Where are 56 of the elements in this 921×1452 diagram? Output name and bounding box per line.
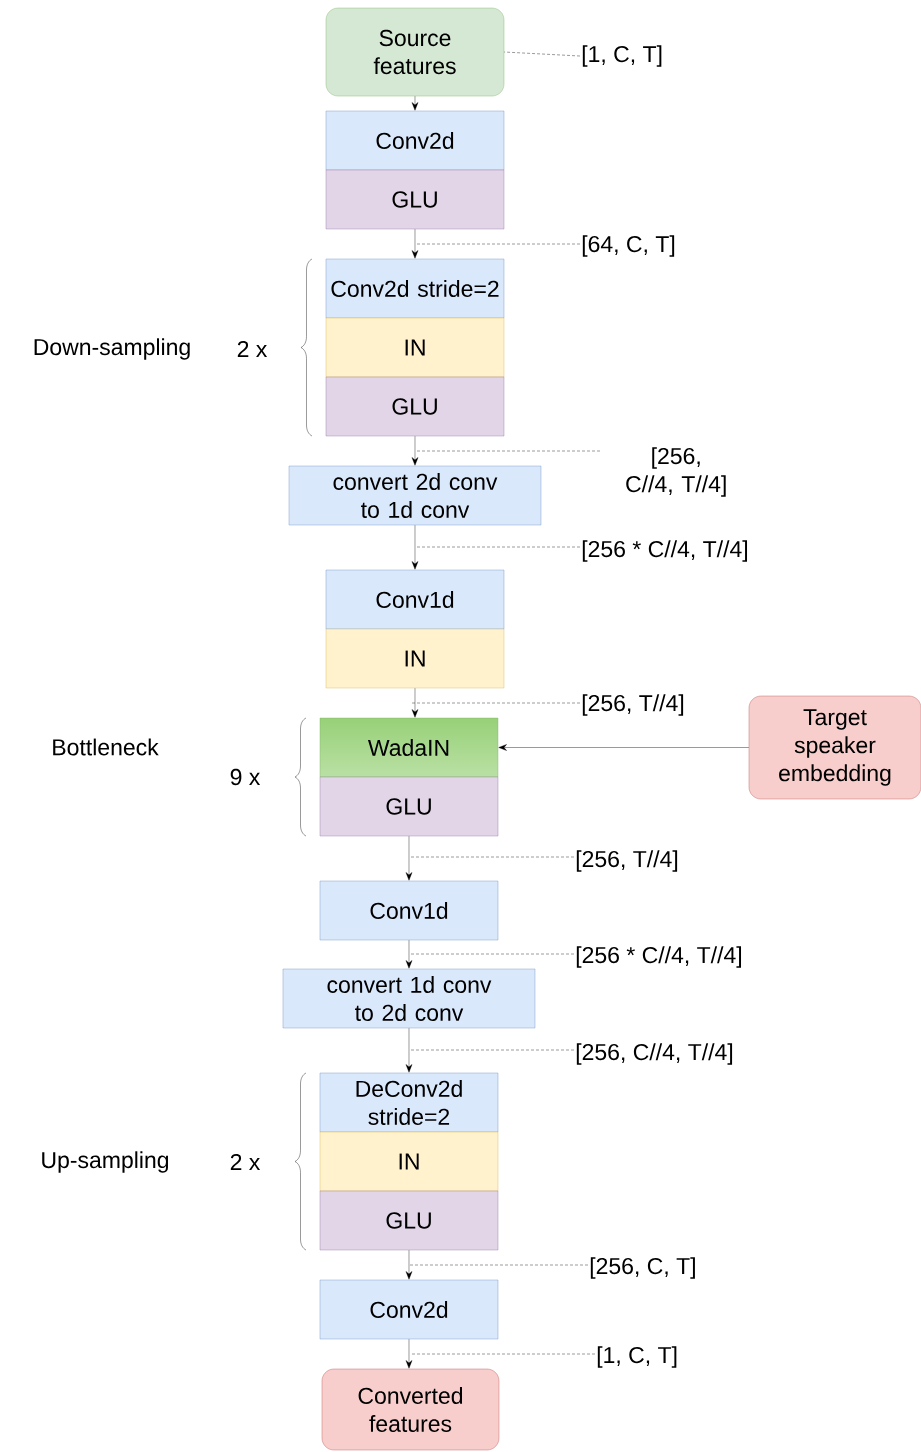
shape-annotation: [64, C, T] [582, 235, 675, 257]
shape-annotation: [1, C, T] [597, 1346, 677, 1368]
group-label: Down-sampling [34, 338, 190, 360]
arrow [411, 525, 419, 570]
shape-annotation: [256, T//4] [582, 694, 684, 716]
arrow [405, 940, 413, 969]
arrow [498, 744, 749, 751]
arrow [405, 1028, 413, 1073]
leader-line [414, 450, 601, 452]
layer-box: GLU [325, 376, 505, 437]
layer-box: convert 2d conv to 1d conv [288, 465, 542, 526]
shape-annotation: [256, C, T] [590, 1257, 695, 1279]
layer-box: GLU [319, 1190, 499, 1251]
arrow [405, 1339, 413, 1369]
shape-annotation: [256 * C//4, T//4] [576, 946, 741, 968]
layer-box: IN [325, 317, 505, 378]
leader-line [409, 953, 575, 955]
layer-box: Conv2d [319, 1279, 499, 1340]
shape-annotation: [1, C, T] [582, 45, 662, 67]
group-label: Up-sampling [42, 1151, 169, 1173]
leader-line [409, 856, 575, 858]
group-label: Bottleneck [53, 738, 159, 756]
group-label: 2 x [237, 341, 268, 358]
shape-annotation: [256, T//4] [576, 850, 678, 872]
arrow [405, 836, 413, 881]
layer-box: IN [319, 1131, 499, 1192]
output-box: Converted features [321, 1368, 500, 1451]
shape-annotation: [256, C//4, T//4] [576, 1043, 733, 1065]
layer-box: Conv2d [325, 110, 505, 171]
layer-box: Conv1d [319, 880, 499, 941]
output-box: Target speaker embedding [748, 695, 921, 800]
leader-line [409, 702, 581, 704]
leader-line [414, 243, 581, 245]
shape-annotation: [256 * C//4, T//4] [582, 540, 747, 562]
arrow [411, 96, 419, 111]
layer-box: IN [325, 628, 505, 689]
layer-box: Conv1d [325, 569, 505, 630]
leader-line [409, 1353, 596, 1355]
arrow [411, 229, 419, 259]
shape-annotation: [256, C//4, T//4] [626, 447, 726, 497]
input-box: Source features [325, 7, 505, 97]
layer-box: GLU [319, 776, 499, 837]
layer-box: Conv2d stride=2 [325, 258, 505, 319]
group-label: 9 x [230, 768, 261, 786]
arrow [411, 436, 419, 466]
layer-box: DeConv2d stride=2 [319, 1072, 499, 1133]
layer-box: convert 1d conv to 2d conv [282, 968, 536, 1029]
layer-box: WadaIN [319, 717, 499, 778]
layer-box: GLU [325, 169, 505, 230]
arrow [405, 1250, 413, 1280]
arrow [411, 688, 419, 718]
group-label: 2 x [230, 1154, 261, 1171]
leader-line [409, 1049, 575, 1051]
leader-line [414, 546, 581, 548]
leader-line [409, 1264, 589, 1266]
leader-line [504, 51, 581, 57]
